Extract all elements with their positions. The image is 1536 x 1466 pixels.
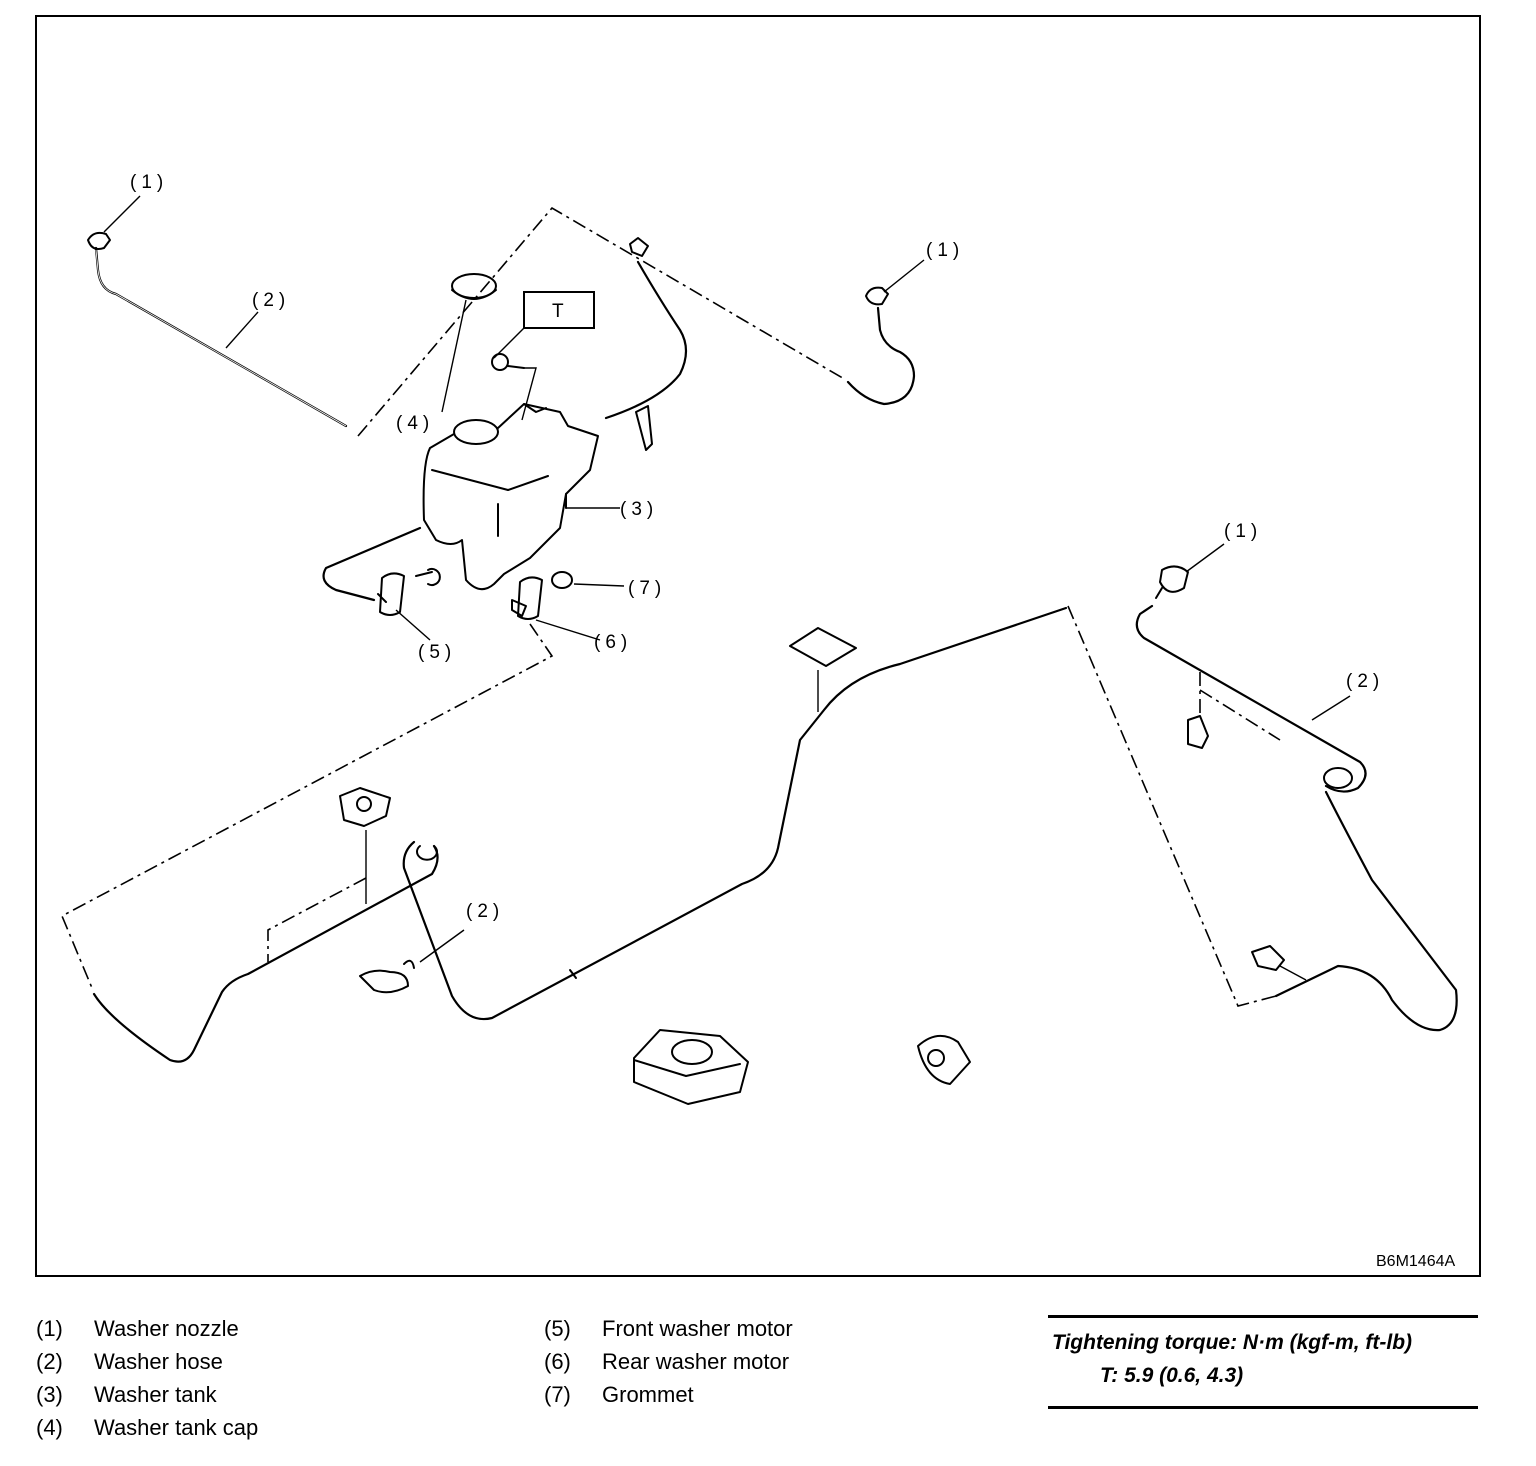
callout-1-front-right: (1) xyxy=(926,240,964,261)
legend-label: Washer tank cap xyxy=(94,1415,259,1440)
legend-item: (2) Washer hose xyxy=(36,1345,258,1378)
callout-3: (3) xyxy=(620,499,658,520)
legend-label: Grommet xyxy=(602,1382,694,1407)
legend-num: (4) xyxy=(36,1415,63,1440)
legend-item: (6) Rear washer motor xyxy=(544,1345,793,1378)
legend-item: (7) Grommet xyxy=(544,1378,793,1411)
callout-1-rear: (1) xyxy=(1224,521,1262,542)
callout-6: (6) xyxy=(594,632,632,653)
callout-5: (5) xyxy=(418,642,456,663)
hose-clip-small xyxy=(359,959,415,994)
hose-clamp-large xyxy=(633,1029,749,1105)
legend-label: Washer tank xyxy=(94,1382,217,1407)
hose-clip-left xyxy=(267,787,391,962)
routing-line-right xyxy=(1067,605,1277,1007)
torque-spec-box: Tightening torque: N·m (kgf-m, ft-lb) T:… xyxy=(1048,1315,1478,1409)
legend-label: Washer hose xyxy=(94,1349,223,1374)
legend-num: (2) xyxy=(36,1349,63,1374)
legend-num: (7) xyxy=(544,1382,571,1407)
hose-clip-top xyxy=(604,237,688,451)
legend-num: (5) xyxy=(544,1316,571,1341)
front-right-nozzle-assembly xyxy=(846,259,925,406)
callout-2-rear-right: (2) xyxy=(1346,671,1384,692)
torque-box-label: T xyxy=(552,301,569,322)
hose-clip-right xyxy=(1187,672,1281,749)
callout-7: (7) xyxy=(628,578,666,599)
front-washer-motor xyxy=(322,526,441,641)
legend-right: (5) Front washer motor (6) Rear washer mot… xyxy=(544,1312,793,1411)
washer-tank-cap xyxy=(441,273,497,413)
callout-2-front: (2) xyxy=(252,290,290,311)
legend-item: (1) Washer nozzle xyxy=(36,1312,258,1345)
legend-num: (6) xyxy=(544,1349,571,1374)
legend-item: (5) Front washer motor xyxy=(544,1312,793,1345)
legend-left: (1) Washer nozzle (2) Washer hose (3) Washe… xyxy=(36,1312,258,1444)
washer-tank xyxy=(422,403,620,591)
legend-label: Rear washer motor xyxy=(602,1349,790,1374)
rear-nozzle-assembly xyxy=(1135,543,1458,1032)
callout-1-front-left: (1) xyxy=(130,172,168,193)
hose-clip-bottom-right xyxy=(1251,945,1307,981)
torque-box-T: T xyxy=(493,291,595,359)
label-diamond xyxy=(789,627,857,667)
torque-value: T: 5.9 (0.6, 4.3) xyxy=(1100,1364,1244,1387)
legend-num: (1) xyxy=(36,1316,63,1341)
legend-label: Washer nozzle xyxy=(94,1316,239,1341)
callout-2-rear-long: (2) xyxy=(466,901,504,922)
legend-item: (4) Washer tank cap xyxy=(36,1411,258,1444)
mounting-bolt xyxy=(491,353,537,421)
front-left-nozzle-assembly xyxy=(87,195,348,428)
grommet xyxy=(551,571,625,589)
routing-line-top xyxy=(357,206,847,437)
legend-item: (3) Washer tank xyxy=(36,1378,258,1411)
rear-washer-motor xyxy=(511,576,601,641)
rear-washer-hose xyxy=(92,606,1068,1063)
legend-num: (3) xyxy=(36,1382,63,1407)
callout-4: (4) xyxy=(396,413,434,434)
legend-label: Front washer motor xyxy=(602,1316,793,1341)
diagram-frame xyxy=(35,15,1481,1277)
hose-clamp-small xyxy=(917,1035,971,1085)
routing-line-left xyxy=(60,623,554,989)
diagram-code: B6M1464A xyxy=(1376,1253,1455,1270)
torque-heading: Tightening torque: N·m (kgf-m, ft-lb) xyxy=(1052,1331,1413,1354)
